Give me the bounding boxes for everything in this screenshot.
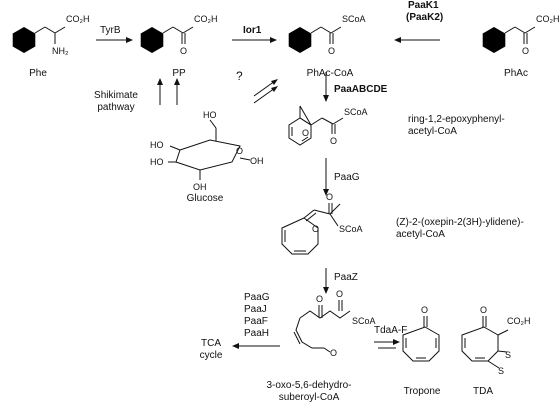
svg-text:O: O — [480, 305, 487, 315]
ior1-label: Ior1 — [243, 25, 262, 36]
svg-text:CO₂H: CO₂H — [536, 14, 560, 24]
svg-text:O: O — [180, 46, 187, 56]
paaabcde-label: PaaABCDE — [334, 84, 388, 95]
beta-ox-paaj: PaaJ — [244, 304, 267, 315]
oxo-label-line1: 3-oxo-5,6-dehydro- — [266, 380, 352, 391]
svg-text:S: S — [505, 350, 511, 360]
svg-text:SCoA: SCoA — [344, 107, 368, 117]
svg-text:NH₂: NH₂ — [52, 46, 69, 56]
svg-text:O: O — [328, 46, 335, 56]
svg-text:HO: HO — [150, 157, 164, 167]
glucose-label: Glucose — [186, 193, 224, 204]
tropone-structure: O — [402, 305, 440, 362]
shikimate-label-line1: Shikimate — [94, 90, 138, 101]
svg-text:O: O — [302, 128, 309, 138]
tropone-label: Tropone — [403, 386, 441, 397]
svg-text:CO₂H: CO₂H — [194, 14, 218, 24]
tda-structure: O CO₂H S S — [461, 305, 531, 376]
tdaaf-label: TdaA-F — [374, 325, 408, 336]
reaction-arrows — [96, 37, 440, 349]
tca-label-line2: cycle — [199, 350, 223, 361]
svg-text:CO₂H: CO₂H — [507, 316, 531, 326]
beta-ox-paaf: PaaF — [244, 316, 268, 327]
svg-text:O: O — [336, 289, 343, 299]
beta-ox-paah: PaaH — [244, 328, 270, 339]
pp-label: PP — [172, 68, 186, 79]
svg-text:OH: OH — [250, 156, 264, 166]
phe-structure: CO₂H NH₂ — [12, 14, 90, 56]
svg-text:O: O — [522, 46, 529, 56]
epoxy-label-line2: acetyl-CoA — [408, 126, 457, 137]
shikimate-label-line2: pathway — [97, 102, 135, 113]
phac-coa-label: PhAc-CoA — [306, 68, 354, 79]
pp-structure: CO₂H O — [140, 14, 218, 56]
svg-text:O: O — [330, 348, 337, 358]
svg-text:O: O — [330, 136, 337, 146]
tyrb-label: TyrB — [100, 25, 121, 36]
oxo-structure: O O SCoA O — [293, 289, 376, 358]
svg-text:O: O — [326, 192, 333, 202]
svg-text:SCoA: SCoA — [342, 14, 366, 24]
unknown-step-label: ? — [236, 69, 243, 83]
paaz-label: PaaZ — [334, 272, 358, 283]
tda-label: TDA — [473, 386, 493, 397]
phac-label: PhAc — [504, 68, 528, 79]
phe-label: Phe — [29, 68, 47, 79]
phac-coa-structure: SCoA O — [288, 14, 366, 56]
svg-text:SCoA: SCoA — [339, 224, 363, 234]
svg-text:S: S — [498, 366, 504, 376]
svg-text:O: O — [316, 294, 323, 304]
svg-text:OH: OH — [193, 182, 207, 192]
svg-text:O: O — [236, 146, 243, 156]
glucose-structure: HO O OH HO HO OH — [150, 110, 264, 192]
svg-text:HO: HO — [203, 110, 217, 120]
beta-ox-paag: PaaG — [244, 292, 270, 303]
oxepin-label-line2: acetyl-CoA — [396, 229, 445, 240]
svg-text:SCoA: SCoA — [352, 316, 376, 326]
oxepin-structure: O SCoA O — [281, 192, 363, 255]
tca-label-line1: TCA — [201, 338, 221, 349]
svg-text:CO₂H: CO₂H — [66, 14, 90, 24]
svg-text:O: O — [421, 305, 428, 315]
paag-label: PaaG — [334, 172, 360, 183]
oxo-label-line2: suberoyl-CoA — [278, 392, 340, 403]
svg-text:HO: HO — [150, 140, 164, 150]
svg-text:O: O — [312, 224, 319, 234]
epoxy-structure: SCoA O O — [288, 105, 368, 146]
paak2-label: (PaaK2) — [406, 12, 444, 23]
epoxy-label-line1: ring-1,2-epoxyphenyl- — [408, 114, 505, 125]
paak1-label: PaaK1 — [408, 0, 439, 11]
oxepin-label-line1: (Z)-2-(oxepin-2(3H)-ylidene)- — [396, 217, 524, 228]
phac-structure: CO₂H O — [482, 14, 560, 56]
